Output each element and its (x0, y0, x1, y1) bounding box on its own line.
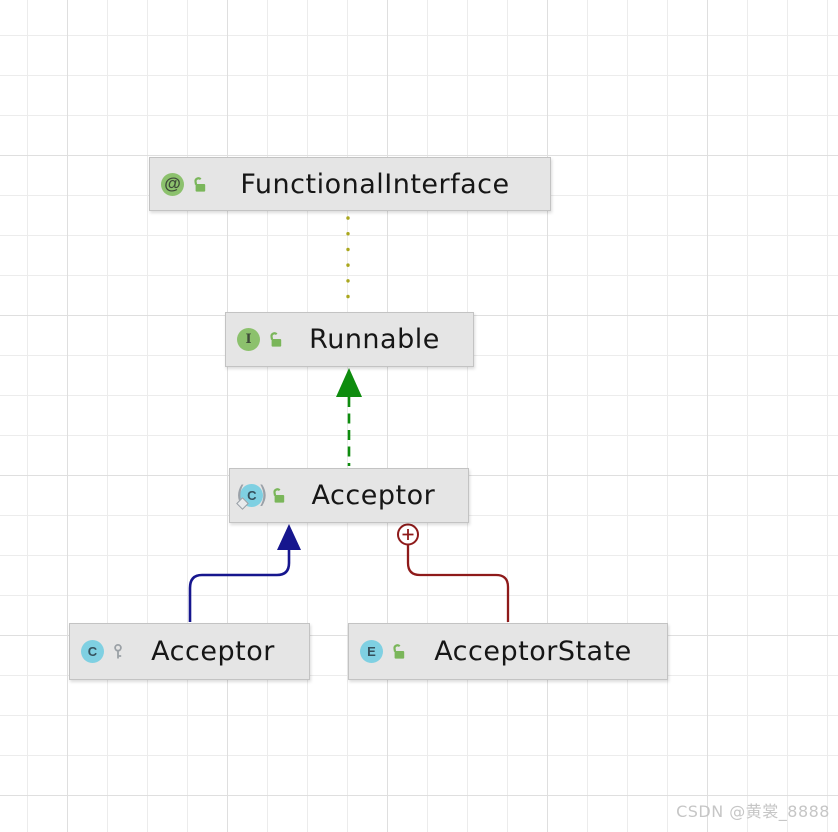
node-acceptor[interactable]: C Acceptor (69, 623, 310, 680)
edge-inner-class[interactable] (397, 523, 510, 623)
annotation-badge-icon: @ (161, 172, 184, 196)
edge-implements[interactable] (336, 368, 362, 466)
class-badge-icon: C (81, 640, 104, 663)
node-functional-interface[interactable]: @ FunctionalInterface (149, 157, 551, 211)
edge-extends[interactable] (188, 524, 301, 622)
paren-close-glyph: ) (258, 480, 268, 509)
node-runnable[interactable]: I Runnable (225, 312, 474, 367)
class-name: Runnable (309, 324, 440, 355)
csdn-watermark: CSDN @黄裳_8888 (676, 802, 830, 821)
public-lock-icon (194, 176, 206, 192)
interface-badge-icon: I (237, 328, 260, 351)
containment-circle-plus-icon (397, 523, 419, 546)
enum-badge-icon: E (360, 640, 383, 663)
public-lock-icon (393, 644, 405, 659)
public-lock-icon (273, 488, 284, 503)
node-acceptor-state[interactable]: E AcceptorState (348, 623, 668, 680)
class-name: AcceptorState (434, 636, 632, 667)
package-private-key-icon (114, 643, 122, 658)
node-acceptor-inner[interactable]: ( C ) Acceptor (229, 468, 469, 523)
paren-open-glyph: ( (236, 480, 246, 509)
class-name: FunctionalInterface (240, 168, 510, 200)
anonymous-class-icon: ( C ) (236, 483, 268, 510)
class-name: Acceptor (311, 480, 436, 511)
class-name: Acceptor (151, 636, 275, 667)
public-lock-icon (270, 332, 282, 347)
